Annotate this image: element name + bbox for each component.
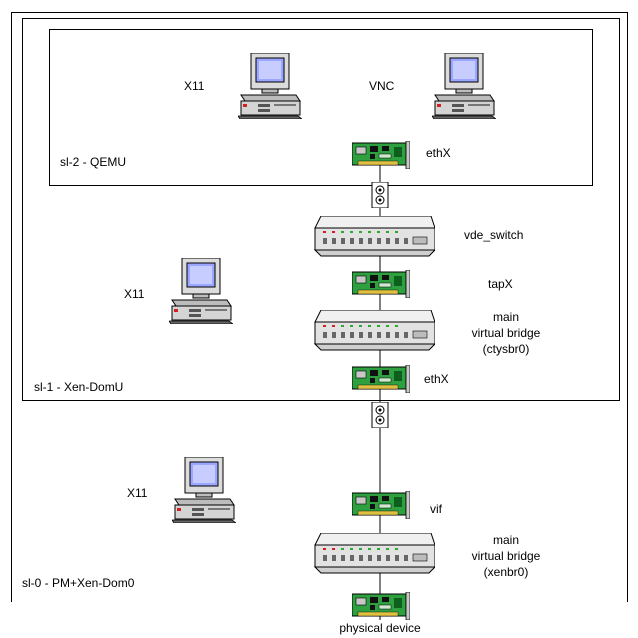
layer-sl2-frame bbox=[49, 29, 593, 186]
network-card-icon bbox=[351, 490, 411, 520]
desktop-computer-icon bbox=[168, 257, 234, 325]
network-card-icon bbox=[351, 364, 411, 394]
sl1-bridge-label-name: (ctysbr0) bbox=[482, 342, 530, 356]
physical-device-label: physical device bbox=[339, 621, 421, 635]
layer-sl0-frame bbox=[11, 12, 628, 602]
sl1-x11-label: X11 bbox=[124, 287, 145, 301]
sl1-bridge-label-type: virtual bridge bbox=[471, 326, 541, 340]
network-card-icon bbox=[351, 269, 411, 299]
network-switch-icon bbox=[313, 309, 436, 352]
connector-plug-icon bbox=[371, 181, 389, 209]
desktop-computer-icon bbox=[237, 52, 303, 120]
vde-switch-label: vde_switch bbox=[464, 228, 524, 242]
desktop-computer-icon bbox=[171, 456, 237, 524]
sl2-vnc-label: VNC bbox=[369, 79, 395, 93]
tapx-label: tapX bbox=[488, 277, 513, 291]
layer-sl0-label: sl-0 - PM+Xen-Dom0 bbox=[22, 576, 135, 590]
sl0-bridge-label-main: main bbox=[492, 533, 519, 547]
sl1-bridge-label-main: main bbox=[492, 310, 519, 324]
sl2-ethx-label: ethX bbox=[426, 146, 451, 160]
network-switch-icon bbox=[313, 532, 436, 575]
sl2-x11-label: X11 bbox=[184, 79, 205, 93]
network-card-icon bbox=[351, 140, 411, 170]
connector-plug-icon bbox=[371, 401, 389, 429]
desktop-computer-icon bbox=[431, 52, 497, 120]
network-switch-icon bbox=[313, 215, 436, 258]
layer-sl1-label: sl-1 - Xen-DomU bbox=[34, 380, 124, 394]
layer-sl2-label: sl-2 - QEMU bbox=[60, 155, 126, 169]
network-card-icon bbox=[351, 591, 411, 621]
vif-label: vif bbox=[430, 502, 442, 516]
sl0-bridge-label-type: virtual bridge bbox=[471, 549, 541, 563]
sl1-ethx-label: ethX bbox=[424, 372, 449, 386]
layer-sl1-frame bbox=[22, 18, 620, 401]
sl0-bridge-label-name: (xenbr0) bbox=[483, 565, 529, 579]
sl0-x11-label: X11 bbox=[127, 486, 148, 500]
